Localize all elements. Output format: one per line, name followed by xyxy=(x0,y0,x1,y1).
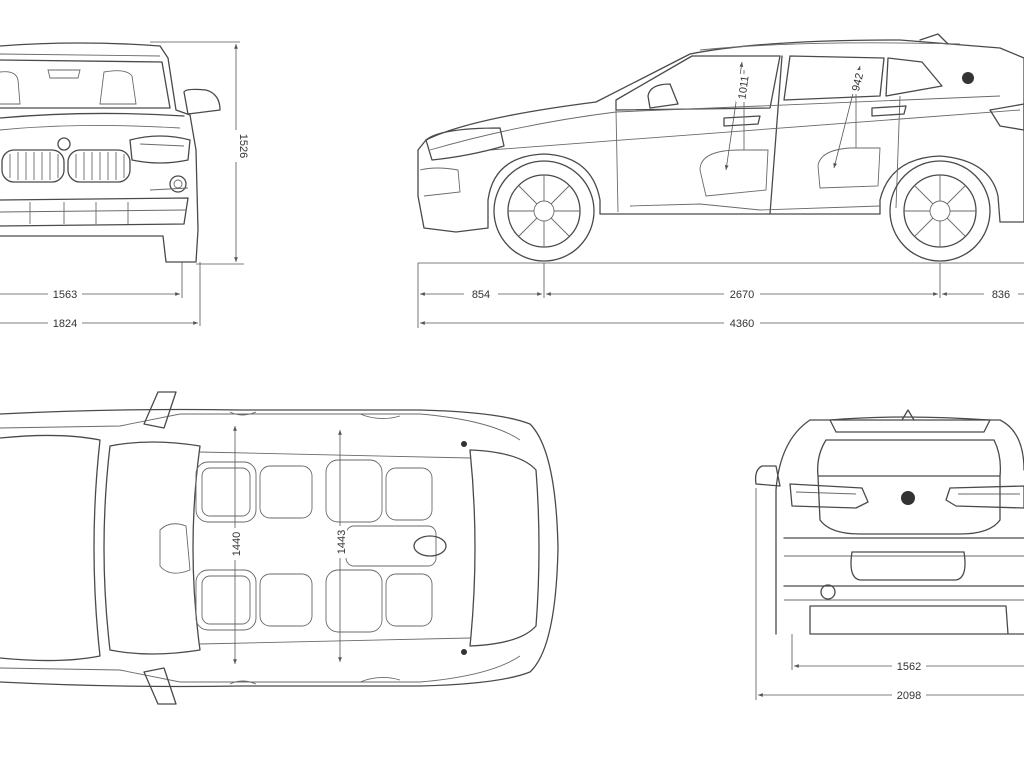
rear-track-dimension: 1562 xyxy=(791,634,1024,673)
front-car-outline xyxy=(0,42,221,263)
front-track-label: 1563 xyxy=(53,289,77,301)
rear-headroom-label: 942 xyxy=(850,72,866,93)
front-headroom-label: 1011 xyxy=(736,75,751,100)
rear-width-label: 2098 xyxy=(897,690,921,702)
side-car-outline xyxy=(417,33,1024,262)
top-view: 1440 1443 xyxy=(0,391,559,705)
front-track-dimension: 1563 xyxy=(0,262,183,301)
side-view: 1011 942 854 2670 836 436 xyxy=(417,33,1024,330)
front-view: 1526 1563 1824 xyxy=(0,41,249,330)
rear-width-dimension: 2098 xyxy=(755,488,1024,702)
front-headroom-dimension: 1011 xyxy=(724,61,752,171)
rear-shoulder-label: 1443 xyxy=(336,530,348,554)
rear-shoulder-dimension: 1443 xyxy=(333,430,348,662)
top-car-outline xyxy=(0,391,559,705)
wheelbase-dimension: 2670 xyxy=(546,287,938,301)
rear-overhang-dimension: 836 xyxy=(942,287,1024,301)
front-overhang-dimension: 854 xyxy=(420,287,542,301)
front-height-label: 1526 xyxy=(237,134,249,158)
front-width-label: 1824 xyxy=(53,318,77,330)
front-height-dimension: 1526 xyxy=(150,41,249,265)
length-label: 4360 xyxy=(730,318,754,330)
front-overhang-label: 854 xyxy=(472,289,490,301)
front-shoulder-dimension: 1440 xyxy=(228,426,243,664)
rear-headroom-dimension: 942 xyxy=(833,65,866,169)
rear-overhang-label: 836 xyxy=(992,289,1010,301)
rear-view: 1562 2098 xyxy=(754,409,1024,702)
front-shoulder-label: 1440 xyxy=(231,532,243,556)
wheelbase-label: 2670 xyxy=(730,289,754,301)
front-width-dimension: 1824 xyxy=(0,262,201,330)
length-dimension: 4360 xyxy=(420,316,1024,330)
rear-car-outline xyxy=(754,409,1024,635)
rear-track-label: 1562 xyxy=(897,661,921,673)
